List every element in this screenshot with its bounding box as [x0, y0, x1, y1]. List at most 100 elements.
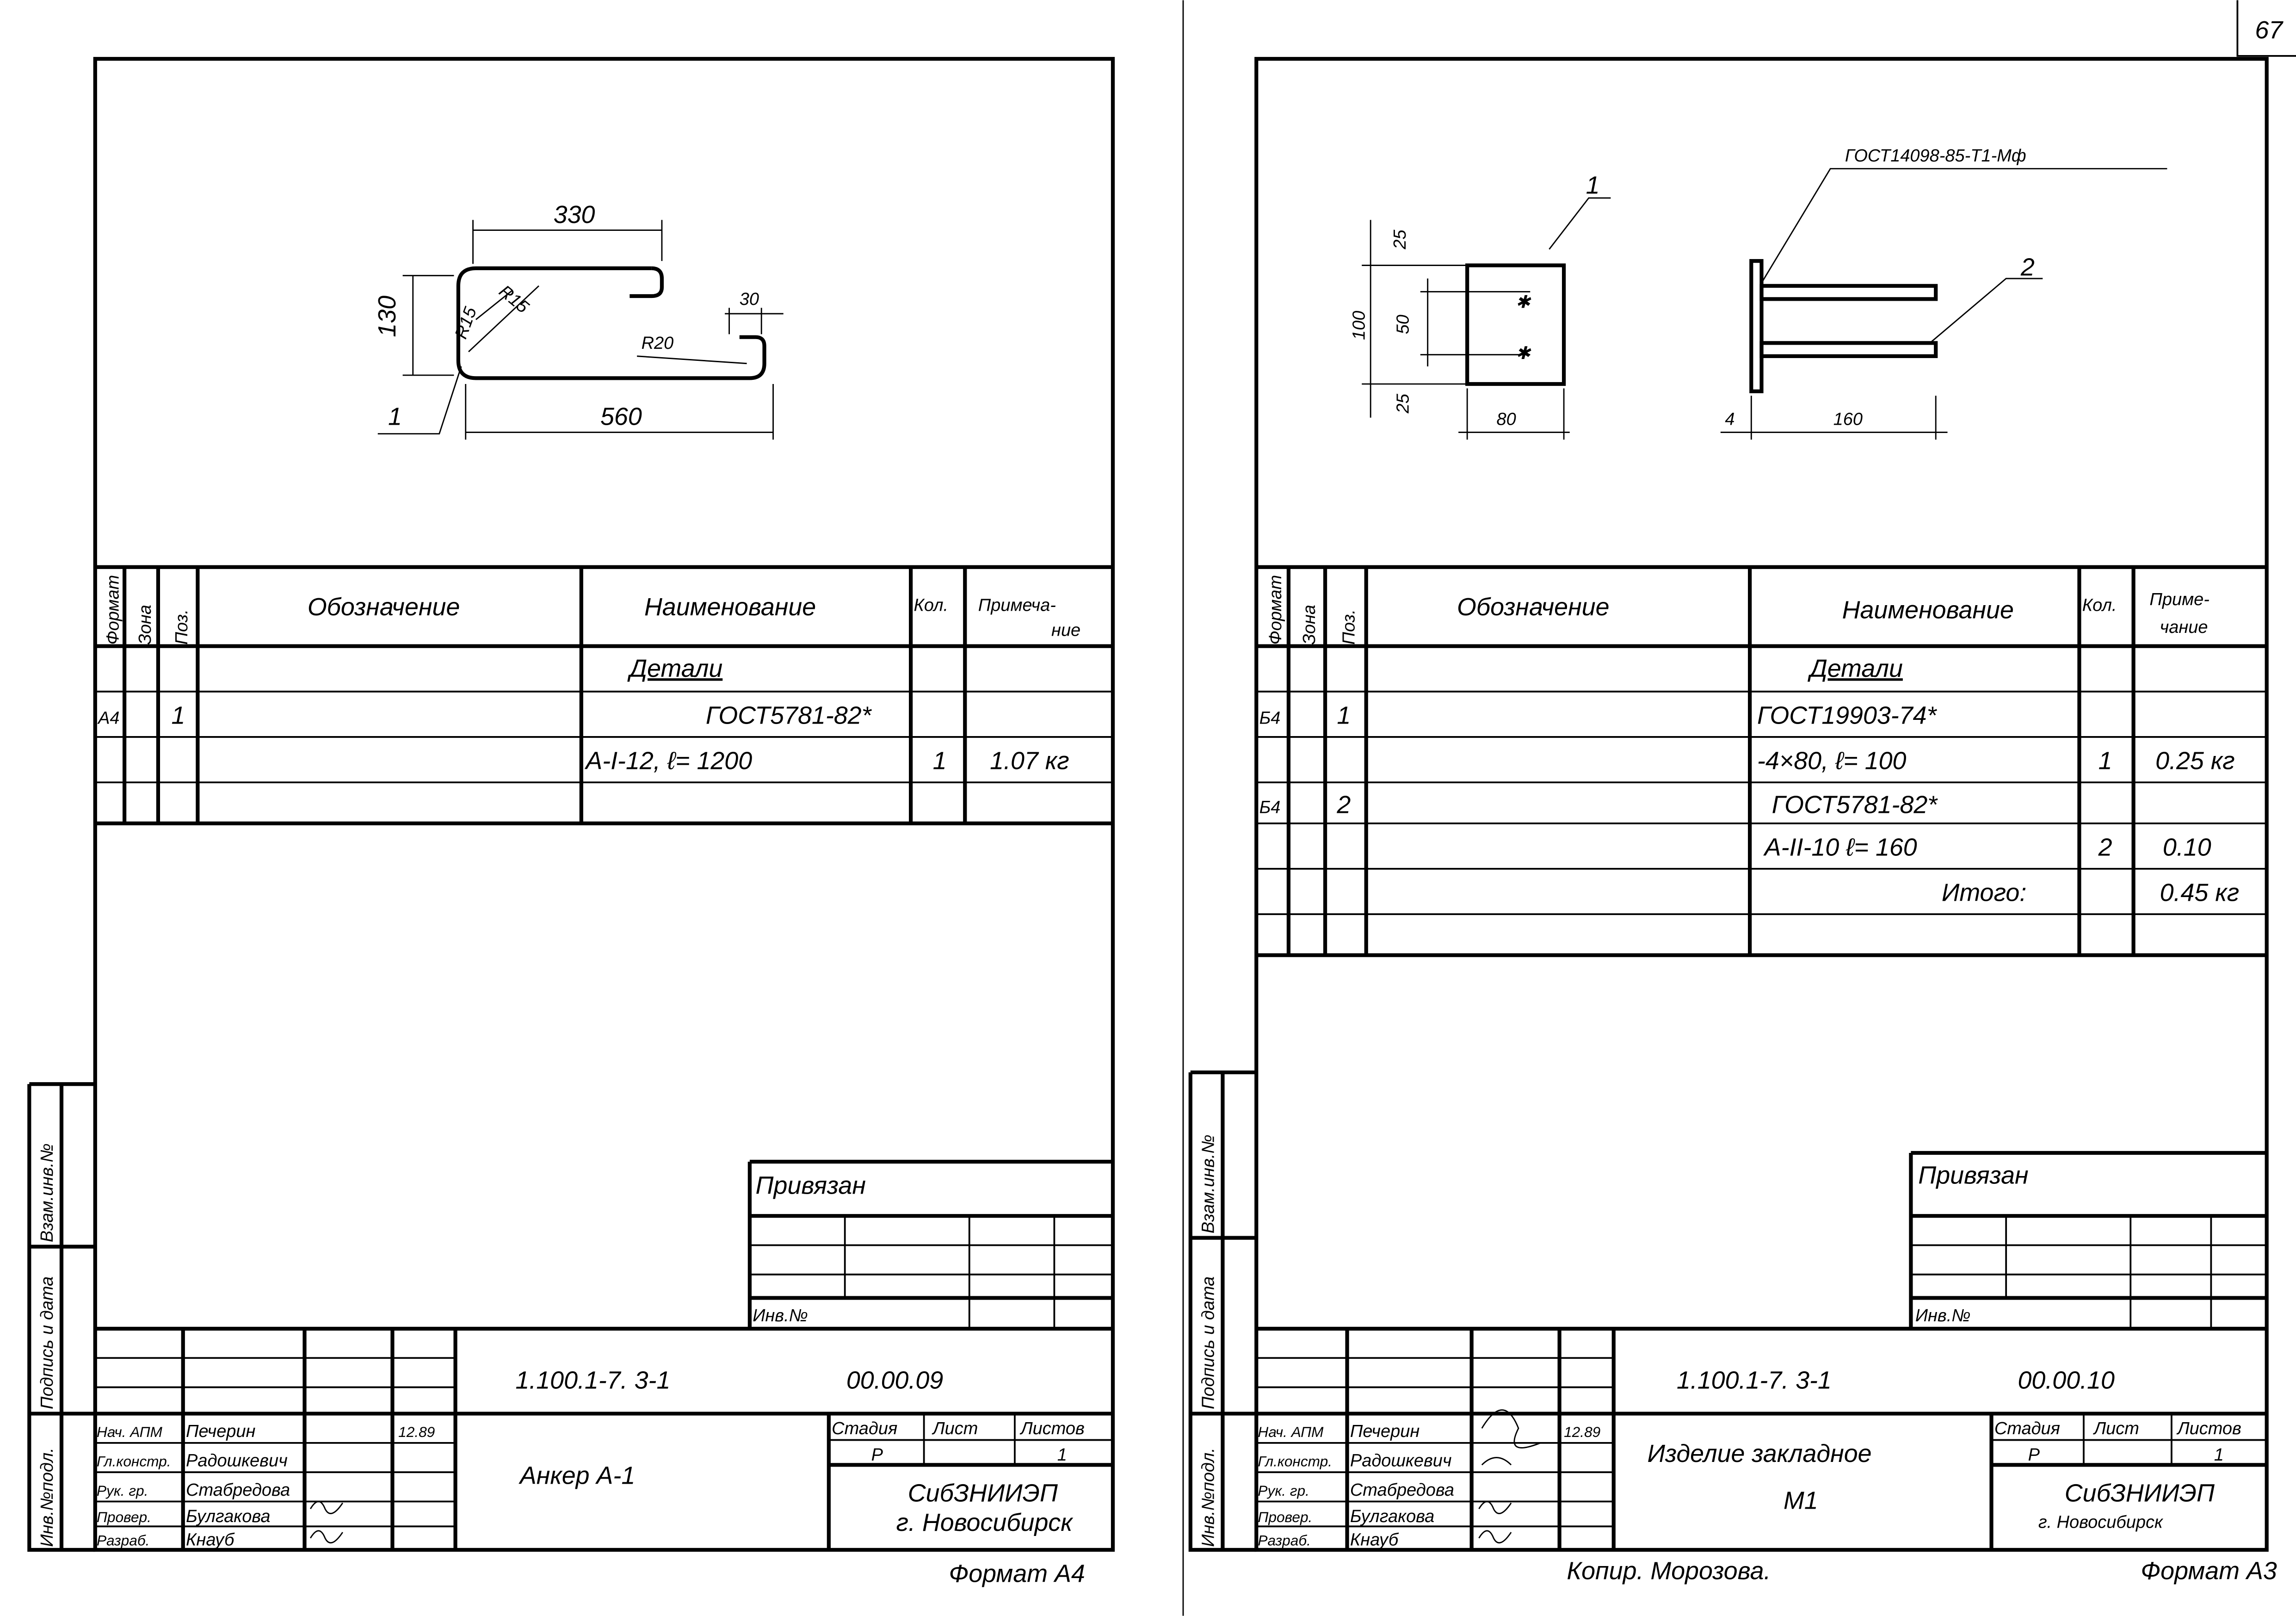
weld-mark: ✱	[1516, 292, 1531, 312]
left-frame	[93, 57, 1115, 1552]
signatures	[309, 1501, 343, 1544]
text-label: Инв.№	[1915, 1306, 1971, 1325]
doc-code: 1.100.1-7. 3-1	[515, 1367, 670, 1394]
item-mark: М1	[1784, 1486, 1818, 1514]
title-block: 1.100.1-7. 3-1 00.00.09 Нач. АПМ Гл.конс…	[95, 1326, 1113, 1550]
text-label: Поз.	[1339, 609, 1358, 644]
text-label: 50	[1394, 315, 1413, 334]
text-label: Листов	[2176, 1419, 2241, 1438]
binding-box: Привязан Инв.№	[1909, 1151, 2267, 1329]
text-label: Инв.№подл.	[37, 1448, 57, 1547]
text-label: 1	[2098, 747, 2112, 775]
table-row: А-Ι-12, ℓ= 1200 1 1.07 кг	[584, 747, 1069, 775]
text-label: А-ΙΙ-10 ℓ= 160	[1763, 833, 1917, 861]
drawing-line	[1256, 690, 2267, 915]
drawing-line	[377, 220, 784, 440]
text-label: 00.00.10	[2018, 1367, 2114, 1394]
header-name: Наименование	[644, 593, 816, 621]
side-strip: Инв.№подл. Подпись и дата Взам.инв.№	[1188, 1070, 1257, 1552]
page-number: 67	[2255, 16, 2284, 44]
text-label: Взам.инв.№	[1198, 1134, 1218, 1233]
text-label: Провер.	[1258, 1509, 1312, 1525]
header-note: Примеча-	[978, 596, 1056, 615]
text-label: Нач. АПМ	[97, 1424, 163, 1440]
drawing-line	[1256, 1357, 2267, 1528]
text-label: Стабредова	[186, 1480, 290, 1500]
plate-side-view	[1749, 259, 1764, 393]
dim-560: 560	[600, 403, 642, 431]
weld-mark: ✱	[1516, 344, 1531, 363]
text-label: Детали	[1808, 655, 1903, 682]
text-label: ГОСТ5781-82*	[706, 701, 872, 729]
header-pos: Поз.	[172, 609, 191, 644]
drawing-line	[95, 690, 1113, 783]
right-frame	[1254, 57, 2269, 1552]
embedded-part-drawing: ✱ ✱ 25 100 50 25 80 4 160 ГОСТ14098-85-Т…	[1350, 146, 2167, 440]
spec-table: Формат Зона Поз. Обозначение Наименовани…	[95, 565, 1113, 825]
text-label: Гл.констр.	[97, 1453, 171, 1470]
bar-upper	[1759, 284, 1938, 301]
text-label: 1	[1057, 1445, 1067, 1465]
header-qty: Кол.	[913, 596, 948, 615]
signatures	[1478, 1409, 1541, 1544]
text-label: Провер.	[97, 1509, 151, 1525]
drawing-line	[2236, 0, 2296, 57]
doc-number: 00.00.09	[846, 1367, 943, 1394]
text-label: Формат	[1266, 575, 1285, 645]
drawing-line	[1911, 1216, 2267, 1329]
text-label: Итого:	[1942, 879, 2026, 907]
anchor-drawing: 330 130 R15 R15 30 R20 560 1	[373, 201, 784, 440]
text-label: 1	[2214, 1445, 2224, 1465]
text-label: 1.100.1-7. 3-1	[1677, 1367, 1832, 1394]
text-label: 1	[171, 701, 185, 729]
text-label: 80	[1496, 410, 1516, 429]
text-label: 0.45 кг	[2160, 879, 2240, 907]
text-label: 1	[1337, 701, 1351, 729]
weld-gost-label: ГОСТ14098-85-Т1-Мф	[1845, 146, 2026, 166]
dim-r15-a: R15	[495, 281, 533, 317]
text-label: Лист	[932, 1419, 978, 1438]
drawing-line	[95, 565, 1113, 825]
text-label: Стабредова	[1350, 1480, 1454, 1500]
text-label: 2	[2020, 254, 2035, 281]
text-label: Подпись и дата	[37, 1276, 57, 1409]
drawing-line	[95, 1326, 1113, 1550]
text-label: Инв.№подл.	[1198, 1448, 1218, 1547]
dim-r20: R20	[642, 334, 674, 353]
title-block: 1.100.1-7. 3-1 00.00.10 Нач. АПМ Гл.конс…	[1256, 1326, 2267, 1550]
section-details: Детали	[627, 655, 722, 682]
header-zone: Зона	[136, 605, 155, 644]
drawing-line: Нач. АПМ Гл.констр. Рук. гр. Провер. Раз…	[97, 1422, 435, 1549]
text-label: Стадия	[832, 1419, 897, 1438]
text-label: Нач. АПМ	[1258, 1424, 1324, 1440]
dim-130: 130	[373, 296, 401, 337]
text-label: 160	[1833, 410, 1863, 429]
item-name: Изделие закладное	[1648, 1440, 1872, 1467]
text-label: Стадия	[1994, 1419, 2060, 1438]
org-name: СибЗНИИЭП	[908, 1480, 1058, 1507]
header-designation: Обозначение	[308, 593, 460, 621]
sheet-format: Формат А4	[949, 1560, 1085, 1588]
text-label: чание	[2160, 618, 2208, 637]
text-label: 1	[1586, 171, 1600, 199]
text-label: Рук. гр.	[1258, 1482, 1309, 1499]
text-label: -4×80, ℓ= 100	[1757, 747, 1907, 775]
text-label: Подпись и дата	[1198, 1276, 1218, 1409]
text-label: Разраб.	[97, 1532, 150, 1548]
text-label: 0.25 кг	[2155, 747, 2235, 775]
drawing-line	[1362, 197, 1611, 440]
text-label: Р	[871, 1445, 883, 1465]
bar-lower	[1759, 341, 1938, 358]
text-label: Кнауб	[1350, 1530, 1399, 1549]
text-label: Приме-	[2149, 590, 2210, 609]
text-label: 1	[933, 747, 947, 775]
text-label: г. Новосибирск	[2038, 1512, 2164, 1532]
text-label: 4	[1725, 410, 1734, 429]
drawing-line	[1909, 1151, 2267, 1329]
dim-30: 30	[740, 290, 759, 309]
text-label: Булгакова	[1350, 1507, 1434, 1526]
text-label: СибЗНИИЭП	[2065, 1480, 2215, 1507]
text-label: ГОСТ19903-74*	[1757, 701, 1938, 729]
